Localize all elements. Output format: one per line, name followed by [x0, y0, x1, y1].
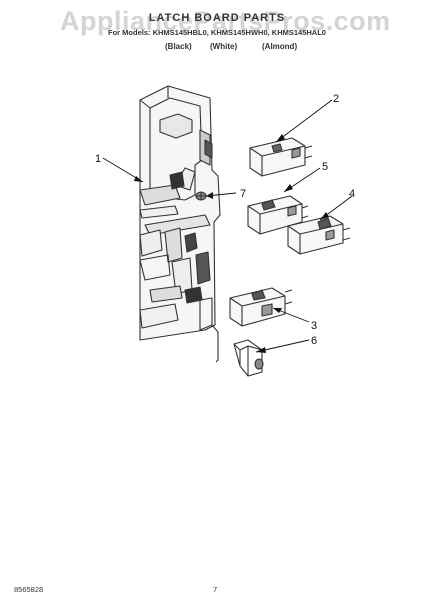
callout-3: 3: [311, 320, 317, 332]
callout-1: 1: [95, 153, 101, 165]
switch-part-2: [249, 137, 313, 177]
callout-6: 6: [311, 335, 317, 347]
latch-board: [139, 85, 221, 363]
callout-5: 5: [322, 161, 328, 173]
page-number: 7: [213, 585, 218, 594]
variant-white: (White): [210, 42, 238, 51]
leader-arrowheads: [134, 134, 329, 353]
variant-almond: (Almond): [262, 42, 298, 51]
switch-part-3: [229, 287, 293, 327]
actuator-lever-part: [233, 339, 264, 377]
variant-black: (Black): [165, 42, 192, 51]
switch-part-5: [247, 195, 309, 235]
switch-part-4: [287, 215, 351, 255]
callout-2: 2: [333, 93, 339, 105]
document-number: 8565828: [14, 585, 44, 594]
model-list: For Models: KHMS145HBL0, KHMS145HWH0, KH…: [108, 28, 326, 37]
page-title: LATCH BOARD PARTS: [148, 12, 286, 24]
screw-part: [195, 191, 207, 201]
watermark-logo: AppliancePartsPros.com: [60, 6, 391, 36]
callout-4: 4: [349, 188, 355, 200]
callout-7: 7: [240, 188, 246, 200]
